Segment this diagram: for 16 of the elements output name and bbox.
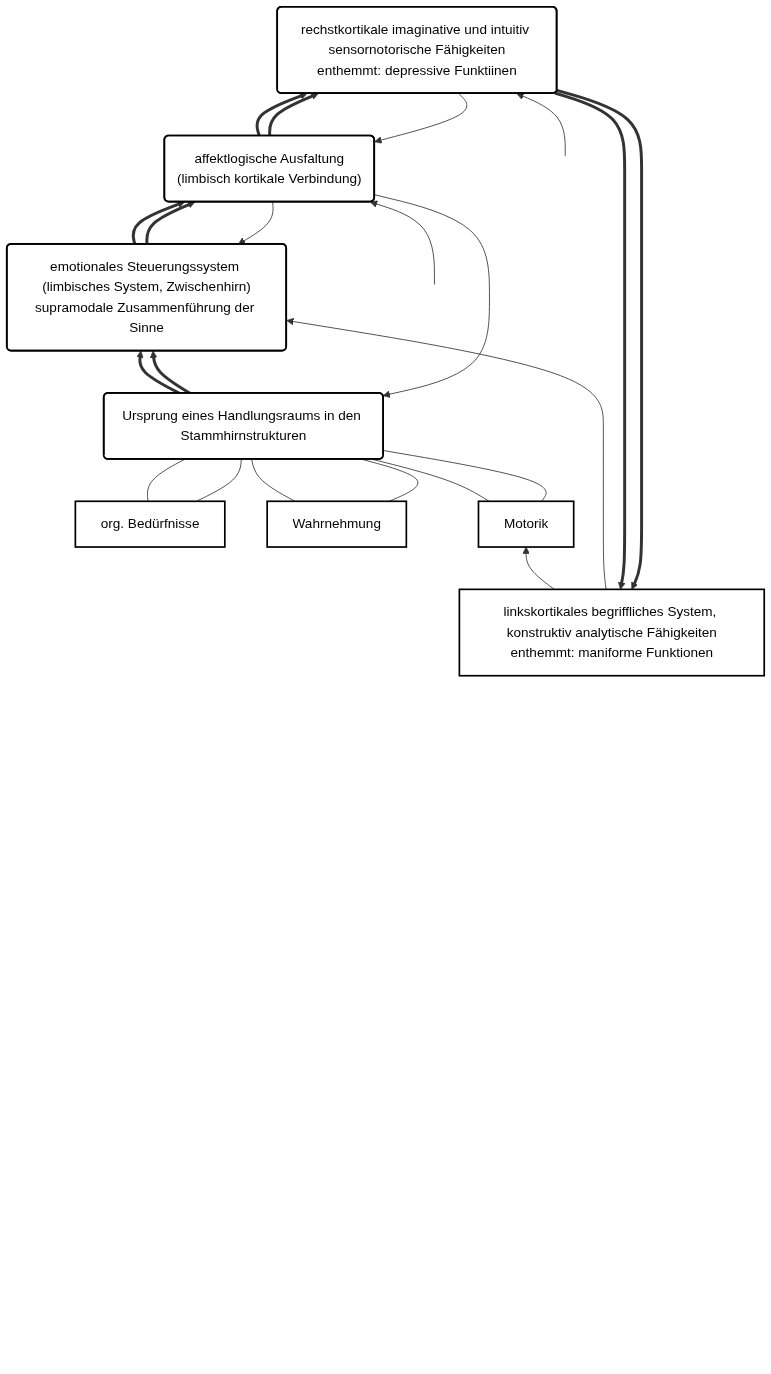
node-box: Wahrnehmung <box>266 500 408 548</box>
arrow <box>554 91 627 590</box>
node-box: org. Bedürfnisse <box>74 500 226 548</box>
arrow <box>145 201 196 245</box>
connector <box>251 458 296 502</box>
connector <box>383 450 547 502</box>
arrow <box>131 200 185 245</box>
arrow <box>556 88 644 590</box>
connector <box>372 458 490 502</box>
node-box: Motorik <box>477 500 575 548</box>
arrow <box>268 92 319 136</box>
node-box: linkskortikales begriffliches System, konstruktiv analytische Fähigkeiten enthemmt: maniforme Funktionen <box>458 588 766 677</box>
connector <box>196 458 242 502</box>
arrow <box>255 92 308 137</box>
connector <box>361 458 419 502</box>
connector <box>147 458 185 502</box>
